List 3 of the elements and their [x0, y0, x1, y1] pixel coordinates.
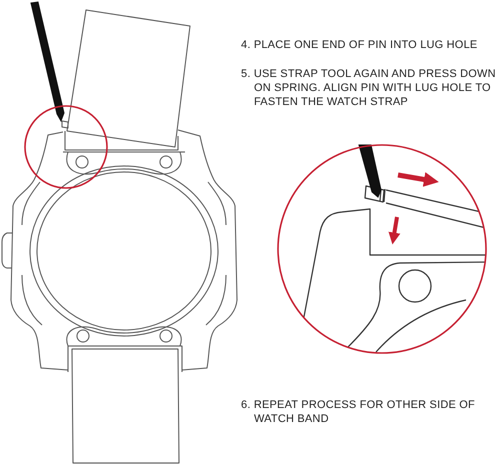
instruction-text: 4. PLACE ONE END OF PIN INTO LUG HOLE [241, 38, 478, 52]
instruction-text: 5. USE STRAP TOOL AGAIN AND PRESS DOWN ON SPRING. ALIGN PIN WITH LUG HOLE TO FASTEN THE WATCH STRAP [241, 67, 496, 109]
instruction-text: 6. REPEAT PROCESS FOR OTHER SIDE OF WATCH BAND [241, 398, 476, 426]
